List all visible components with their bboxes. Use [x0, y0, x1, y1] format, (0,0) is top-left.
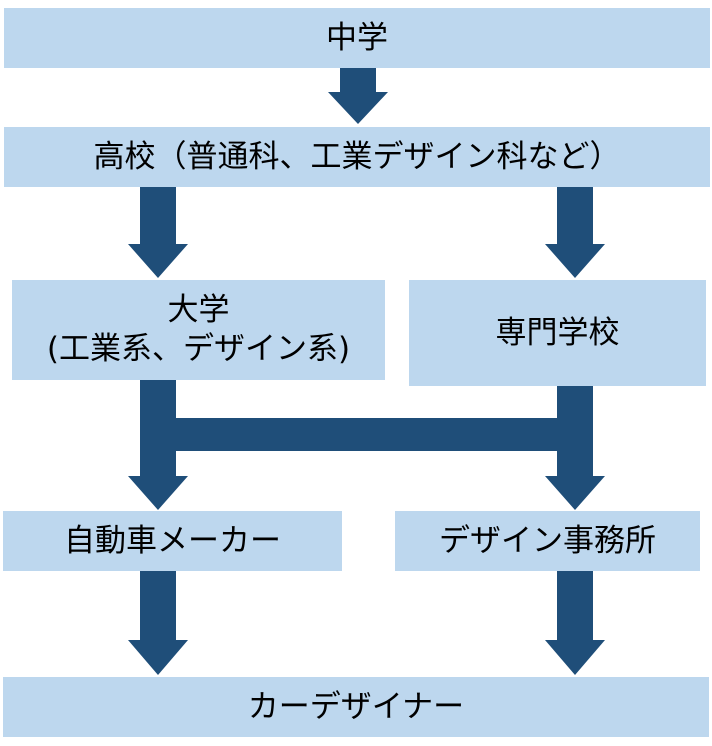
node-automaker: 自動車メーカー [3, 511, 342, 571]
node-design-office: デザイン事務所 [395, 511, 700, 571]
node-university: 大学 (工業系、デザイン系) [12, 280, 385, 380]
arrow-high-to-vocational [545, 187, 605, 278]
arrow-high-to-university [128, 187, 188, 278]
arrow-design-office-to-car-designer [545, 571, 605, 675]
node-high-school-label: 高校（普通科、工業デザイン科など） [93, 138, 621, 175]
arrow-middle-to-high [328, 68, 388, 124]
node-vocational-school: 専門学校 [409, 280, 706, 386]
node-middle-school: 中学 [4, 8, 710, 68]
node-automaker-label: 自動車メーカー [64, 522, 281, 559]
node-university-sublabel: (工業系、デザイン系) [46, 331, 351, 367]
connector-crossbar [140, 418, 593, 451]
node-university-label: 大学 [167, 292, 230, 329]
node-middle-school-label: 中学 [326, 19, 388, 56]
node-vocational-school-label: 専門学校 [495, 314, 620, 351]
arrow-automaker-to-car-designer [128, 571, 188, 675]
node-high-school: 高校（普通科、工業デザイン科など） [4, 127, 710, 187]
node-design-office-label: デザイン事務所 [439, 522, 656, 559]
node-car-designer-label: カーデザイナー [247, 688, 465, 725]
node-car-designer: カーデザイナー [3, 677, 709, 737]
